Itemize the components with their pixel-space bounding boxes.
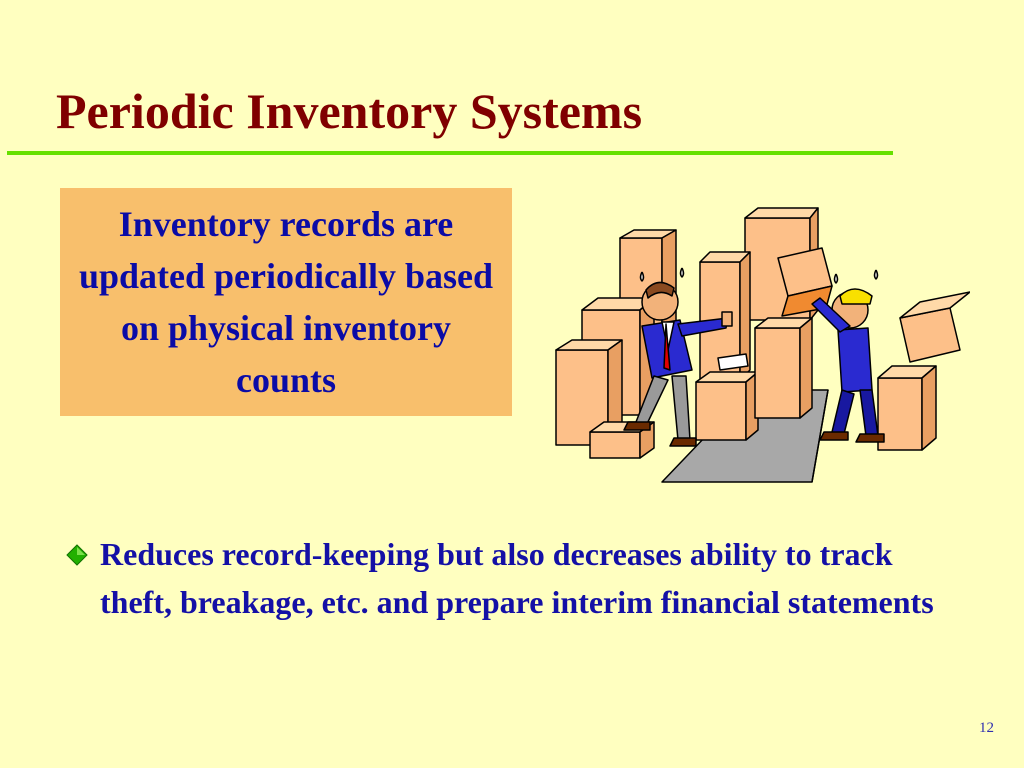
slide-title: Periodic Inventory Systems [56,83,643,139]
slide-number: 12 [979,720,994,736]
callout-text: Inventory records are updated periodical… [78,203,494,401]
bullet-text: Reduces record-keeping but also decrease… [100,536,934,620]
bullet-item: Reduces record-keeping but also decrease… [66,530,966,626]
warehouse-workers-illustration [555,207,970,483]
diamond-bullet-icon [66,544,88,566]
callout-box: Inventory records are updated periodical… [60,188,512,416]
title-underline [7,151,893,155]
